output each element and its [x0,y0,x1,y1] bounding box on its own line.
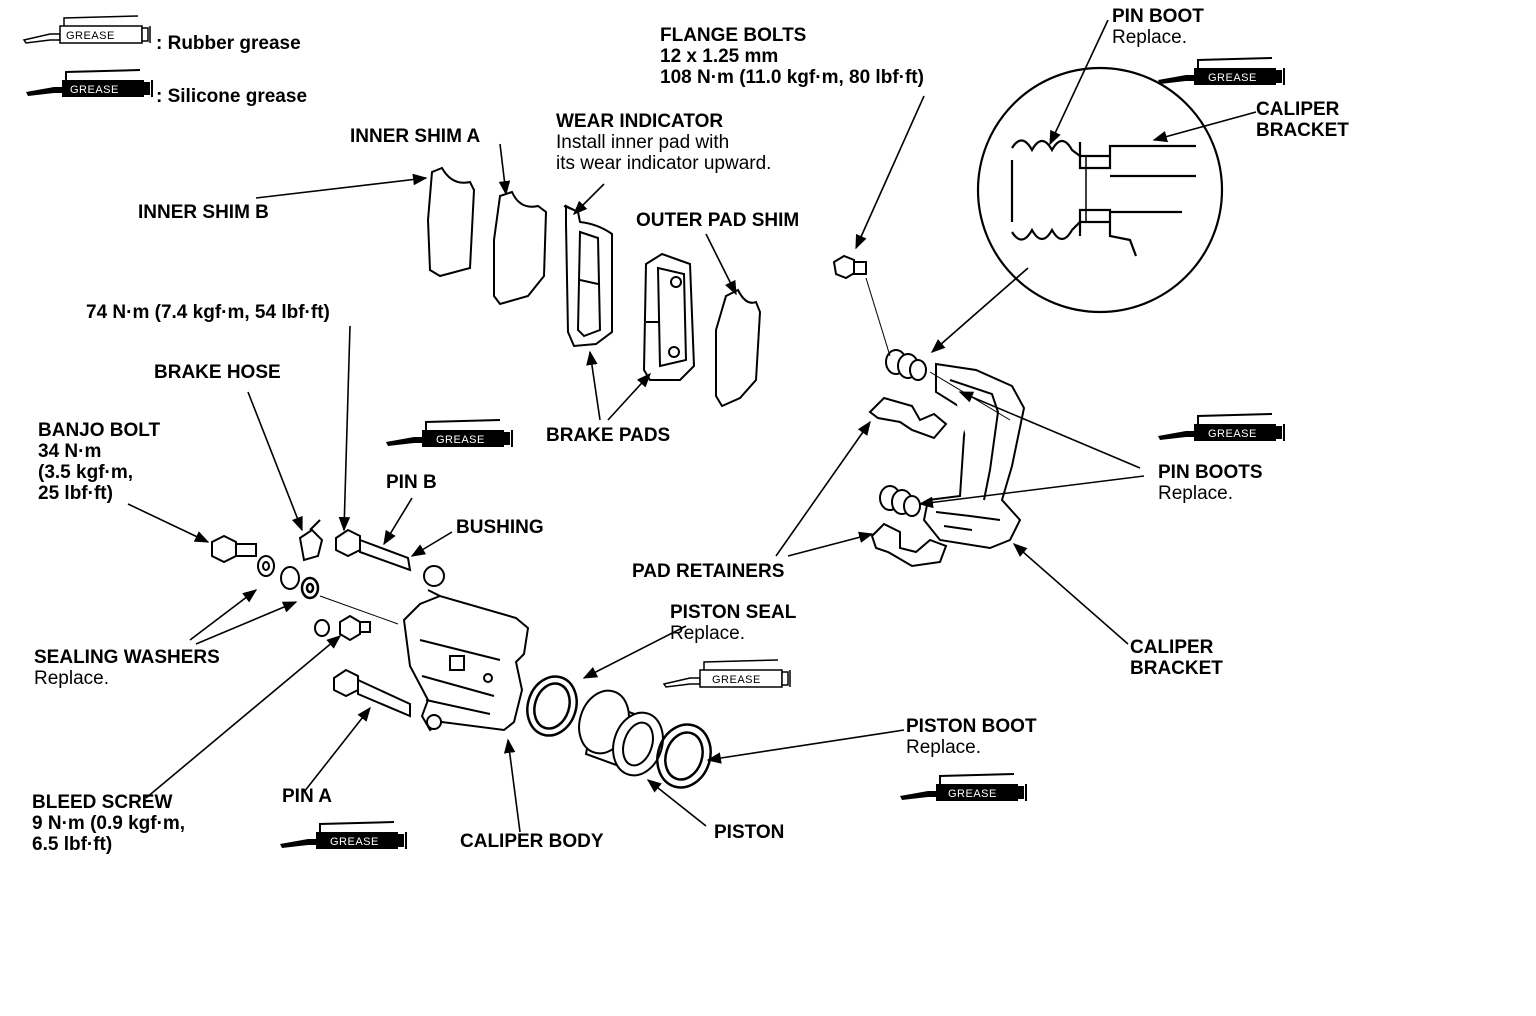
banjo-bolt-label: BANJO BOLT 34 N·m (3.5 kgf·m, 25 lbf·ft) [38,420,161,504]
silicone-grease-icon-piston-boot: GREASE [899,773,1027,802]
grease-tube-text: GREASE [66,30,115,42]
pin-b-label: PIN B [386,472,437,493]
brake-pads-label: BRAKE PADS [546,425,671,446]
rubber-grease-legend-label: : Rubber grease [156,33,301,54]
caliper-bracket-part [924,364,1024,548]
grease-tube-text: GREASE [1208,428,1257,440]
inner-shim-b-label: INNER SHIM B [138,202,269,223]
grease-tube-text: GREASE [70,84,119,96]
piston-seal-label: PISTON SEAL Replace. [670,602,797,644]
outer-pad-shim-part [716,290,760,406]
pad-retainers-label: PAD RETAINERS [632,561,785,582]
outer-brake-pad-part [644,254,694,380]
pin-boots-label: PIN BOOTS Replace. [1158,462,1263,504]
grease-tube-text: GREASE [330,836,379,848]
brake-hose-fitting-part [281,520,322,589]
inner-shim-a-part [494,192,546,304]
pin-boot-upper-part [886,350,926,380]
rubber-grease-icon-piston-seal: GREASE [663,659,791,688]
inner-brake-pad-part [564,206,612,346]
caliper-bracket-bottom-label: CALIPER BRACKET [1130,637,1223,679]
pad-retainer-upper-part [870,398,946,438]
pin-a-part [334,670,410,716]
silicone-grease-legend-icon: GREASE [25,69,153,98]
silicone-grease-legend-label: : Silicone grease [156,86,308,107]
banjo-bolt-part [212,536,274,576]
silicone-grease-icon-pin-boots: GREASE [1157,413,1285,442]
flange-bolts-label: FLANGE BOLTS 12 x 1.25 mm 108 N·m (11.0 … [660,25,924,88]
piston-label: PISTON [714,822,785,843]
bleed-screw-part [315,616,370,640]
caliper-bracket-top-label: CALIPER BRACKET [1256,99,1349,141]
outer-pad-shim-label: OUTER PAD SHIM [636,210,800,231]
bushing-label: BUSHING [456,517,544,538]
pin-boot-lower-part [880,486,920,516]
piston-boot-label: PISTON BOOT Replace. [906,716,1037,758]
flange-bolt-part [834,256,866,278]
silicone-grease-icon-pin-b: GREASE [385,419,513,448]
piston-boot-part [649,718,718,795]
piston-part [571,684,670,782]
grease-tube-text: GREASE [436,434,485,446]
silicone-grease-icon-pin-boot: GREASE [1157,57,1285,86]
pin-boot-detail-inset [978,68,1222,312]
sealing-washer-part [302,578,318,598]
pin-b-part [336,530,410,570]
wear-indicator-label: WEAR INDICATOR Install inner pad with it… [556,111,772,174]
pin-a-label: PIN A [282,786,332,807]
silicone-grease-icon-pin-a: GREASE [279,821,407,850]
rubber-grease-legend-icon: GREASE [23,15,151,44]
leader-lines [128,20,1256,832]
caliper-body-part [404,566,528,730]
pad-retainer-lower-part [872,524,946,566]
torque-74-label: 74 N·m (7.4 kgf·m, 54 lbf·ft) [86,302,330,323]
pin-boot-top-label: PIN BOOT Replace. [1112,6,1204,48]
inner-shim-a-label: INNER SHIM A [350,126,481,147]
grease-tube-text: GREASE [712,674,761,686]
sealing-washers-label: SEALING WASHERS Replace. [34,647,220,689]
caliper-body-label: CALIPER BODY [460,831,604,852]
piston-seal-part [520,670,584,742]
bleed-screw-label: BLEED SCREW 9 N·m (0.9 kgf·m, 6.5 lbf·ft… [32,792,186,855]
inner-shim-b-part [428,168,474,276]
grease-tube-text: GREASE [1208,72,1257,84]
grease-tube-text: GREASE [948,788,997,800]
brake-hose-label: BRAKE HOSE [154,362,281,383]
